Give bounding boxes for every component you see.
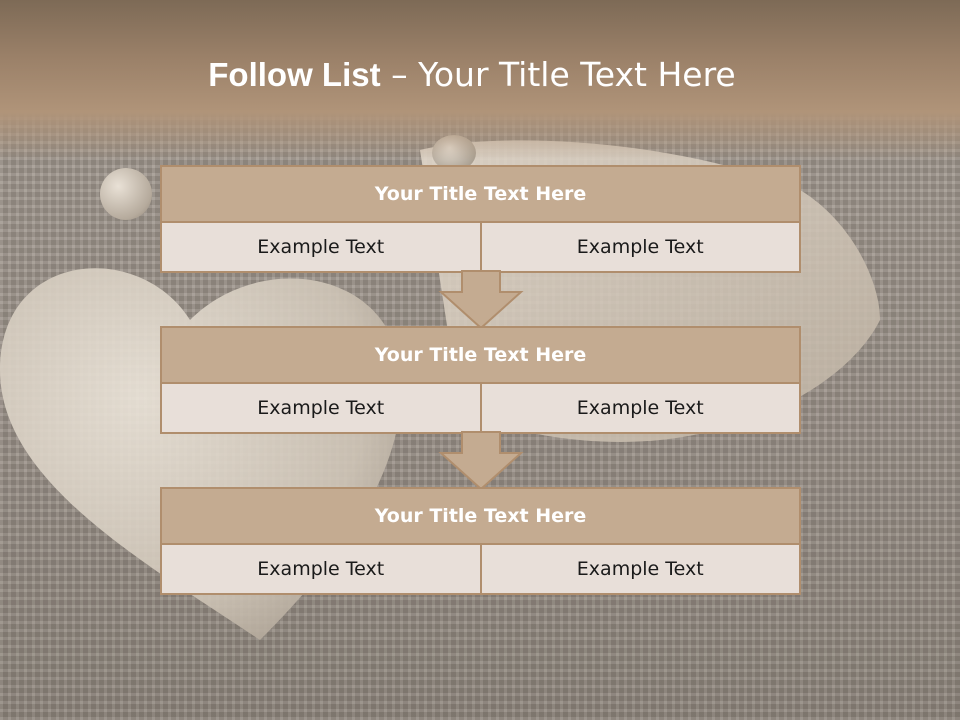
step-cell-left: Example Text — [257, 236, 385, 258]
step-box-3: Your Title Text Here Example Text Exampl… — [160, 487, 801, 595]
step-title: Your Title Text Here — [160, 326, 801, 384]
step-cell-right: Example Text — [479, 223, 800, 271]
step-box-2: Your Title Text Here Example Text Exampl… — [160, 326, 801, 434]
header-band — [0, 0, 960, 160]
step-cell-right: Example Text — [479, 545, 800, 593]
wooden-bead-image — [100, 168, 152, 220]
slide-title: Follow List – Your Title Text Here — [0, 52, 944, 98]
step-cell-left: Example Text — [257, 558, 385, 580]
step-row: Example Text Example Text — [160, 384, 801, 434]
step-title: Your Title Text Here — [160, 487, 801, 545]
step-row: Example Text Example Text — [160, 223, 801, 273]
slide-title-bold: Follow List — [208, 56, 381, 93]
down-arrow-icon — [438, 270, 524, 330]
step-title: Your Title Text Here — [160, 165, 801, 223]
slide-title-rest: – Your Title Text Here — [391, 55, 736, 94]
step-row: Example Text Example Text — [160, 545, 801, 595]
step-box-1: Your Title Text Here Example Text Exampl… — [160, 165, 801, 273]
down-arrow-icon — [438, 431, 524, 491]
step-cell-right: Example Text — [479, 384, 800, 432]
step-cell-left: Example Text — [257, 397, 385, 419]
